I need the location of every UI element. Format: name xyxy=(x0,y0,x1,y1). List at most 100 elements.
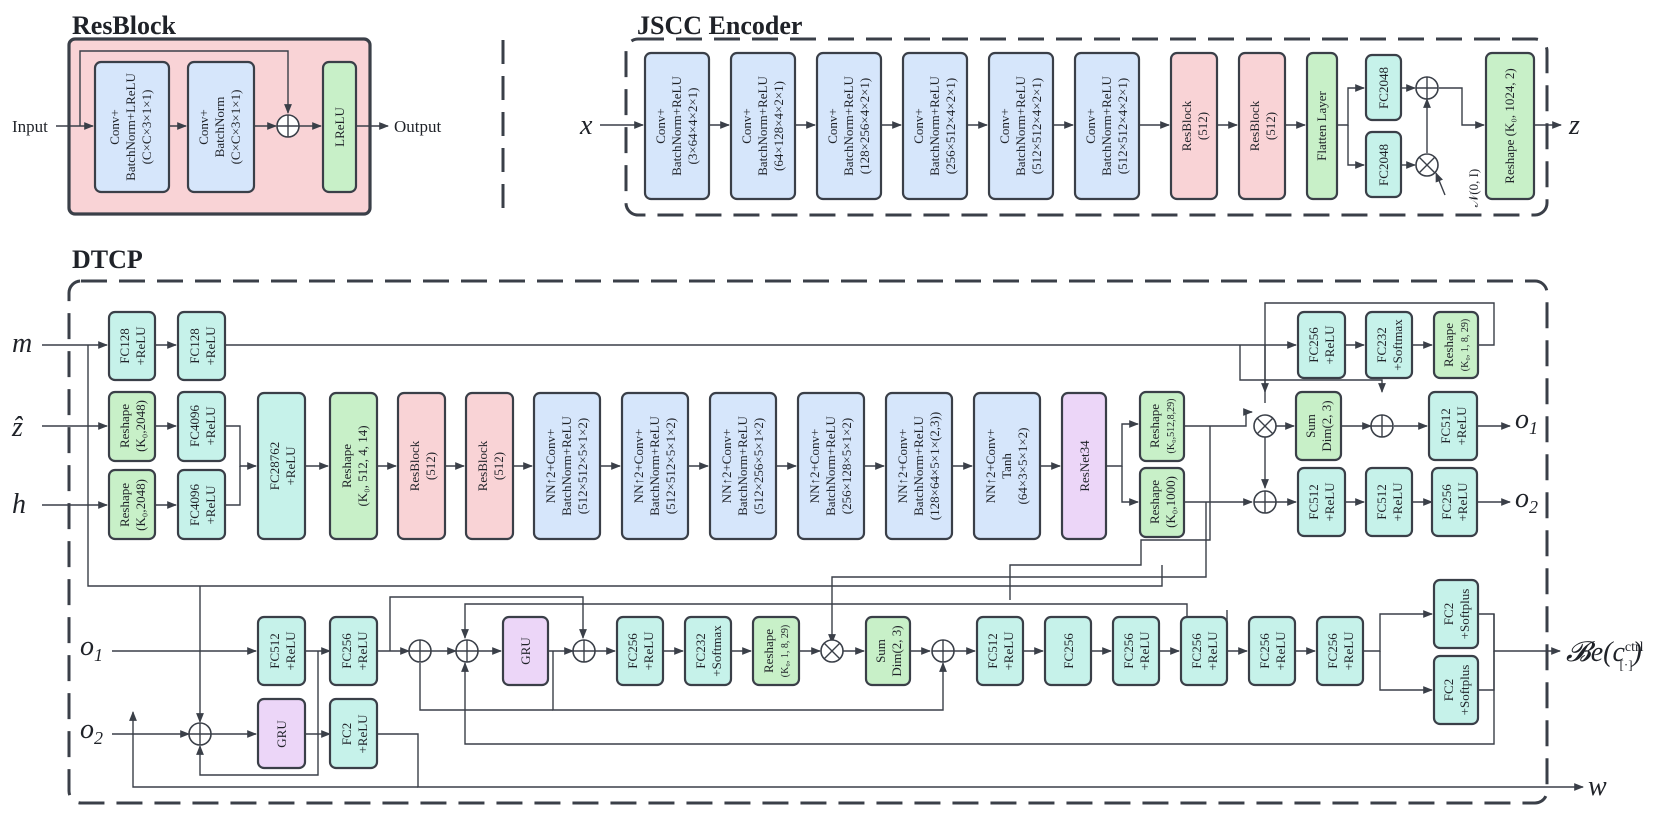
encoder-title: JSCC Encoder xyxy=(637,11,802,40)
label: +Softmax xyxy=(709,625,724,677)
label: BatchNorm+ReLU xyxy=(927,76,942,176)
label: +ReLU xyxy=(1273,631,1288,671)
label: (512) xyxy=(1195,112,1210,140)
label: ResBlock xyxy=(407,440,422,491)
label: Sum xyxy=(1303,414,1318,438)
encoder-conv-2: Conv+BatchNorm+ReLU(64×128×4×2×1) xyxy=(729,51,797,201)
resblock-output-label: Output xyxy=(394,117,442,136)
label: Reshape xyxy=(1441,323,1456,367)
h-fc4096: FC4096 +ReLU xyxy=(176,468,227,541)
label: (512×512×5×1×2) xyxy=(663,418,678,514)
label: FC2 xyxy=(1441,603,1456,625)
label: FC2 xyxy=(1441,679,1456,701)
label: BatchNorm+ReLU xyxy=(735,416,750,516)
label: FC2048 xyxy=(1376,144,1391,186)
label: Conv+ xyxy=(196,109,211,145)
label: +ReLU xyxy=(203,406,218,446)
label: FC232 xyxy=(1374,327,1389,362)
gru-main: GRU xyxy=(501,615,550,687)
label: +ReLU xyxy=(1454,406,1469,446)
label: FC28762 xyxy=(267,442,282,490)
label: FC4096 xyxy=(187,405,202,447)
label: (512) xyxy=(1263,112,1278,140)
label: ResBlock xyxy=(1247,100,1262,151)
label: (K₀, 1, 8, 29) xyxy=(1460,319,1471,371)
label: ResNet34 xyxy=(1077,440,1092,492)
o2-fc512-2: FC512 +ReLU xyxy=(1364,466,1414,538)
dtcp-input-o2: o2 xyxy=(80,714,103,748)
label: +Softplus xyxy=(1457,665,1472,716)
chain-fc256-b: FC256 +ReLU xyxy=(1111,615,1161,687)
label: (128×256×4×2×1) xyxy=(857,78,872,174)
label: +ReLU xyxy=(1390,482,1405,522)
label: Conv+ xyxy=(107,109,122,145)
label: (K₀,2048) xyxy=(133,479,148,531)
label: BatchNorm+ReLU xyxy=(841,76,856,176)
encoder-resblock-2: ResBlock (512) xyxy=(1237,51,1287,201)
label: BatchNorm+LReLU xyxy=(123,73,138,181)
resnet34: ResNet34 xyxy=(1060,391,1108,541)
label: FC232 xyxy=(693,633,708,668)
top-add-icon xyxy=(1370,414,1394,438)
m-fc128-2: FC128 +ReLU xyxy=(176,310,227,382)
label: FC256 xyxy=(1257,633,1272,669)
label: (256×128×5×1×2) xyxy=(839,418,854,514)
z-fc4096: FC4096 +ReLU xyxy=(176,390,227,463)
top-fc232: FC232 +Softmax xyxy=(1364,310,1414,380)
label: +ReLU xyxy=(355,631,370,671)
label: Conv+ xyxy=(997,108,1012,144)
label: NN↑2+Conv+ xyxy=(807,429,822,504)
label: FC512 xyxy=(985,633,1000,668)
mid-add-icon xyxy=(931,639,955,663)
label: (64×128×4×2×1) xyxy=(771,81,786,171)
label: (K₀,512,8,29) xyxy=(1166,399,1177,454)
label: FC4096 xyxy=(187,484,202,526)
label: +ReLU xyxy=(283,446,298,486)
label: Reshape xyxy=(339,444,354,488)
label: BatchNorm+ReLU xyxy=(755,76,770,176)
label: Tanh xyxy=(999,453,1014,479)
label: BatchNorm+ReLU xyxy=(1099,76,1114,176)
label: (K₀, 512, 4, 14) xyxy=(355,425,370,506)
label: +ReLU xyxy=(1137,631,1152,671)
label: BatchNorm+ReLU xyxy=(823,416,838,516)
label: (K₀,2048) xyxy=(133,400,148,452)
dtcp-output-be: 𝓑e(cctrl[·]) xyxy=(1566,637,1644,672)
label: (512×256×5×1×2) xyxy=(751,418,766,514)
label: NN↑2+Conv+ xyxy=(895,429,910,504)
nn-upsample-2: NN↑2+Conv+BatchNorm+ReLU(512×512×5×1×2) xyxy=(620,391,690,541)
mid-reshape: Reshape (K₀, 1, 8, 29) xyxy=(751,615,801,687)
h-reshape: Reshape (K₀,2048) xyxy=(107,468,157,541)
dtcp-resblock-2: ResBlock (512) xyxy=(464,391,515,541)
chain-fc256-e: FC256 +ReLU xyxy=(1315,615,1365,687)
encoder-conv-1: Conv+BatchNorm+ReLU(3×64×4×2×1) xyxy=(643,51,711,201)
label: FC512 xyxy=(267,633,282,668)
label: FC2 xyxy=(339,723,354,745)
label: Conv+ xyxy=(1083,108,1098,144)
label: ResBlock xyxy=(1179,100,1194,151)
lower-add-1-icon xyxy=(408,639,432,663)
label: LReLU xyxy=(332,107,347,147)
encoder-add-icon xyxy=(1415,76,1439,100)
label: FC256 xyxy=(1439,484,1454,520)
label: +ReLU xyxy=(1322,325,1337,365)
top-reshape: Reshape (K₀, 1, 8, 29) xyxy=(1432,310,1480,380)
dtcp-input-z-hat: ẑ xyxy=(11,412,24,443)
dtcp-output-o1: o1 xyxy=(1515,404,1538,438)
chain-fc256: FC256 xyxy=(1043,615,1093,687)
nn-upsample-1: NN↑2+Conv+BatchNorm+ReLU(512×512×5×1×2) xyxy=(532,391,602,541)
chain-fc512: FC512 +ReLU xyxy=(975,615,1025,687)
chain-fc256-d: FC256 +ReLU xyxy=(1247,615,1297,687)
encoder-wires xyxy=(600,84,1562,196)
label: FC256 xyxy=(1306,327,1321,363)
encoder-fc2048-bottom: FC2048 xyxy=(1364,130,1403,199)
label: Conv+ xyxy=(825,108,840,144)
label: +ReLU xyxy=(203,485,218,525)
label: BatchNorm+ReLU xyxy=(669,76,684,176)
o2-fc512-1: FC512 +ReLU xyxy=(1296,466,1347,538)
resblock-conv2: Conv+ BatchNorm (C×C×3×1×1) xyxy=(186,60,256,194)
label: +ReLU xyxy=(1322,482,1337,522)
mid-fc256: FC256 +ReLU xyxy=(615,615,665,687)
label: (3×64×4×2×1) xyxy=(685,88,700,165)
label: BatchNorm xyxy=(212,97,227,158)
